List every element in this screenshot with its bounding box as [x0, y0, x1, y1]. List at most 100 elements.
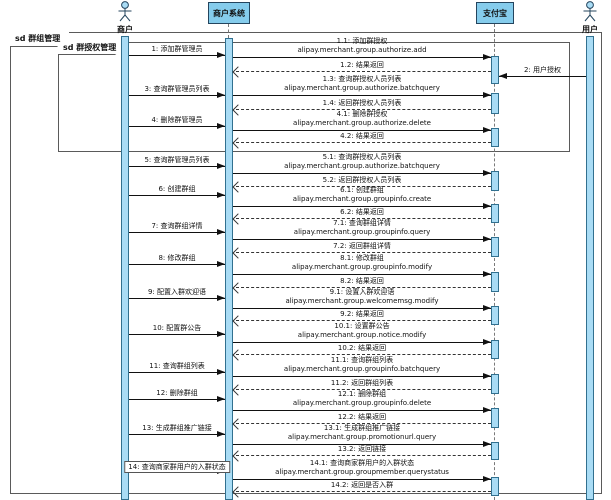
message-api-name: alipay.merchant.group.promotionurl.query	[287, 433, 437, 441]
message-label: 1: 添加群管理员	[151, 45, 202, 54]
arrowhead-icon	[483, 305, 491, 311]
message-arrow	[236, 389, 491, 390]
arrowhead-icon	[483, 127, 491, 133]
message-arrow	[129, 298, 225, 299]
message-arrow	[236, 186, 491, 187]
message-arrow	[236, 287, 491, 288]
message-label: 4: 删除群管理员	[151, 116, 202, 125]
message-label: 5: 查询群管理员列表	[144, 156, 209, 165]
message-label: 10.2: 结果返回	[338, 344, 386, 353]
message-label: 1.4: 返回群授权人员列表	[323, 99, 402, 108]
message-title: 7: 查询群组详情	[151, 222, 203, 230]
participant-box-alipay: 支付宝	[476, 2, 514, 24]
arrowhead-icon	[217, 52, 225, 58]
message-title: 7.1: 查询群组详情	[333, 219, 391, 227]
activation-bar-alipay	[491, 272, 499, 292]
message-label: 12: 删除群组	[156, 389, 198, 398]
activation-bar-alipay	[491, 204, 499, 223]
arrowhead-icon	[483, 407, 491, 413]
message-title: 11: 查询群组列表	[149, 362, 205, 370]
activation-bar-alipay	[491, 93, 499, 114]
message-label: 9.2: 结果返回	[340, 310, 384, 319]
message-label: 8: 修改群组	[158, 254, 195, 263]
activation-bar-user	[586, 36, 594, 500]
message-title: 10.2: 结果返回	[337, 344, 387, 352]
message-title: 5.2: 返回群授权人员列表	[322, 176, 402, 184]
frame-label: sd 群授权管理	[58, 42, 127, 54]
message-arrow	[236, 354, 491, 355]
arrowhead-icon	[217, 331, 225, 337]
message-api-name: alipay.merchant.group.notice.modify	[297, 331, 427, 339]
message-arrow	[236, 252, 491, 253]
message-title: 5.1: 查询群授权人员列表	[322, 153, 402, 161]
activation-bar-alipay	[491, 56, 499, 84]
arrowhead-icon	[217, 229, 225, 235]
message-title: 12: 删除群组	[156, 389, 198, 397]
activation-bar-alipay	[491, 128, 499, 147]
participant-label-merchant: 商户	[117, 25, 133, 34]
message-title: 10.1: 设置群公告	[334, 322, 390, 330]
message-label: 9: 配置入群欢迎语	[148, 288, 206, 297]
message-title: 6.1: 创建群组	[340, 186, 384, 194]
message-title: 14.1: 查询商家群用户的入群状态	[309, 459, 415, 467]
message-title: 13: 生成群组推广链接	[142, 424, 212, 432]
message-api-name: alipay.merchant.group.groupinfo.delete	[292, 399, 432, 407]
message-label: 14.2: 返回是否入群	[331, 481, 393, 490]
message-arrow	[129, 55, 225, 56]
activation-bar-alipay	[491, 340, 499, 359]
message-label: 14: 查询商家群用户的入群状态	[124, 461, 230, 473]
message-label: 11.2: 返回群组列表	[331, 379, 393, 388]
message-arrow	[236, 142, 491, 143]
lifeline-merchant-system	[228, 24, 229, 38]
message-api-name: alipay.merchant.group.authorize.batchque…	[284, 162, 440, 170]
message-api-name: alipay.merchant.group.groupinfo.modify	[291, 263, 433, 271]
message-arrow	[129, 95, 225, 96]
arrowhead-icon	[217, 396, 225, 402]
message-api-name: alipay.merchant.group.groupinfo.query	[293, 228, 431, 236]
activation-bar-alipay	[491, 442, 499, 460]
message-label: 2: 用户授权	[524, 66, 561, 75]
message-arrow	[129, 195, 225, 196]
message-title: 9: 配置入群欢迎语	[147, 288, 207, 296]
message-title: 3: 查询群管理员列表	[144, 85, 210, 93]
message-arrow	[129, 264, 225, 265]
arrowhead-icon	[483, 170, 491, 176]
message-arrow	[129, 232, 225, 233]
message-arrow	[233, 444, 491, 445]
frame-group-management	[10, 32, 602, 494]
message-title: 11.1: 查询群组列表	[330, 356, 394, 364]
message-title: 6.2: 结果返回	[340, 208, 384, 216]
message-api-name: alipay.merchant.group.authorize.add	[297, 46, 427, 54]
message-title: 12.1: 删除群组	[337, 390, 387, 398]
message-title: 1.1: 添加群授权	[336, 37, 388, 45]
message-api-name: alipay.merchant.group.authorize.batchque…	[284, 84, 440, 92]
activation-bar-merchant	[121, 36, 129, 500]
message-arrow	[129, 372, 225, 373]
message-label: 4.2: 结果返回	[340, 132, 384, 141]
message-title: 12.2: 结果返回	[337, 413, 387, 421]
message-label: 8.2: 结果返回	[340, 277, 384, 286]
frame-label: sd 群组管理	[10, 32, 69, 46]
message-arrow	[233, 173, 491, 174]
message-label: 7: 查询群组详情	[151, 222, 202, 231]
message-api-name: alipay.merchant.group.welcomemsg.modify	[285, 297, 439, 305]
message-title: 8.1: 修改群组	[340, 254, 384, 262]
arrowhead-icon	[483, 441, 491, 447]
message-arrow	[233, 376, 491, 377]
activation-bar-alipay	[491, 374, 499, 394]
message-title: 14: 查询商家群用户的入群状态	[128, 463, 226, 471]
message-arrow	[129, 166, 225, 167]
arrowhead-icon	[217, 295, 225, 301]
arrowhead-icon	[217, 192, 225, 198]
message-arrow	[236, 109, 491, 110]
message-label: 13.2: 返回链接	[338, 445, 386, 454]
message-arrow	[129, 334, 225, 335]
